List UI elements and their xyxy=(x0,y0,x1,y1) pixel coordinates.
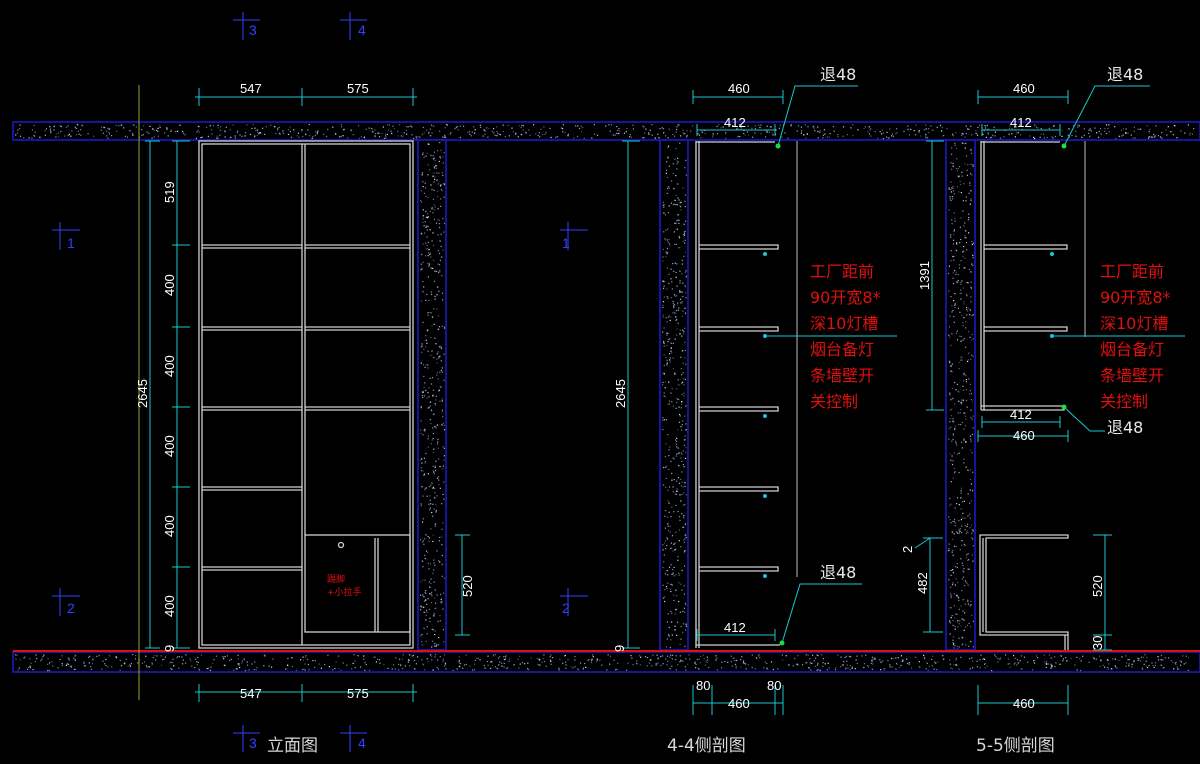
section-4-4-light-points xyxy=(763,252,767,578)
marker-2-mid: 2 xyxy=(562,600,570,616)
floor-slab xyxy=(12,651,1200,673)
marker-1-mid: 1 xyxy=(562,235,570,251)
setback-top-55: 退48 xyxy=(1107,65,1143,84)
segment-dim: 400 xyxy=(162,435,177,457)
note-line: 工厂距前 xyxy=(810,262,874,281)
dim-547-top: 547 xyxy=(240,81,262,96)
note-line: 90开宽8* xyxy=(810,288,881,307)
dim-460-bottom-44: 460 xyxy=(728,696,750,711)
dim-80-b: 80 xyxy=(767,678,781,693)
drawer-note-2: +小拉手 xyxy=(327,586,362,598)
ceiling-slab xyxy=(12,121,1200,141)
section-5-5-light-points xyxy=(1050,252,1054,338)
note-line: 烟台备灯 xyxy=(810,340,874,359)
section-4-4-setback-points xyxy=(775,143,785,646)
dim-9-44: 9 xyxy=(612,645,627,652)
elevation-title: 立面图 xyxy=(267,736,318,756)
elevation-cabinet xyxy=(198,140,414,649)
dim-460-top-55: 460 xyxy=(1013,81,1035,96)
dim-412-lower-55: 412 xyxy=(1010,407,1032,422)
note-line: 条墙壁开 xyxy=(810,366,874,385)
segment-dim: 400 xyxy=(162,355,177,377)
dim-2: 2 xyxy=(900,546,915,553)
setback-top-44: 退48 xyxy=(820,65,856,84)
dim-2645-44: 2645 xyxy=(613,379,628,408)
note-line: 深10灯槽 xyxy=(810,314,878,333)
dim-80-a: 80 xyxy=(696,678,710,693)
elevation-wall-column xyxy=(417,139,447,651)
section-4-4-cabinet xyxy=(695,141,798,648)
marker-3-top: 3 xyxy=(249,22,257,38)
dim-460-lower-55: 460 xyxy=(1013,428,1035,443)
dim-547-bottom: 547 xyxy=(240,686,262,701)
note-line: 深10灯槽 xyxy=(1100,314,1168,333)
setback-bottom-55: 退48 xyxy=(1107,418,1143,437)
section-4-4-dimensions xyxy=(622,85,897,715)
dim-30: 30 xyxy=(1090,636,1105,650)
section-5-5-cabinet xyxy=(979,141,1086,650)
dim-460-bottom-55: 460 xyxy=(1013,696,1035,711)
section-markers xyxy=(52,12,588,752)
dim-412-bottom-44: 412 xyxy=(724,620,746,635)
segment-dim: 519 xyxy=(162,181,177,203)
note-line: 工厂距前 xyxy=(1100,262,1164,281)
segment-dimensions: 519 400 400 400 400 400 xyxy=(162,181,177,617)
section-4-4-title: 4-4侧剖图 xyxy=(667,736,746,756)
note-line: 关控制 xyxy=(810,392,858,411)
setback-bottom-44: 退48 xyxy=(820,563,856,582)
note-line: 关控制 xyxy=(1100,392,1148,411)
walls xyxy=(12,121,1200,673)
section-5-5-dimensions xyxy=(914,85,1185,715)
dim-520: 520 xyxy=(460,575,475,597)
dim-1391: 1391 xyxy=(917,261,932,290)
note-line: 90开宽8* xyxy=(1100,288,1171,307)
section-4-4-wall xyxy=(659,139,689,651)
segment-dim: 400 xyxy=(162,515,177,537)
dim-520-55: 520 xyxy=(1090,575,1105,597)
section-5-5-setback-points xyxy=(1061,143,1067,410)
segment-dim: 400 xyxy=(162,595,177,617)
dim-412-top-44: 412 xyxy=(724,115,746,130)
dim-482: 482 xyxy=(915,572,930,594)
section-5-5-title: 5-5侧剖图 xyxy=(976,736,1055,756)
drawer-note-1: 踢脚 xyxy=(327,574,345,585)
dim-412-top-55: 412 xyxy=(1010,115,1032,130)
dim-575-top: 575 xyxy=(347,81,369,96)
segment-dim: 400 xyxy=(162,274,177,296)
marker-4-bottom: 4 xyxy=(358,735,366,751)
marker-4-top: 4 xyxy=(358,22,366,38)
dim-575-bottom: 575 xyxy=(347,686,369,701)
section-5-5-wall xyxy=(945,139,976,651)
note-line: 条墙壁开 xyxy=(1100,366,1164,385)
dim-460-top-44: 460 xyxy=(728,81,750,96)
marker-1-left: 1 xyxy=(67,235,75,251)
marker-2-left: 2 xyxy=(67,600,75,616)
note-line: 烟台备灯 xyxy=(1100,340,1164,359)
marker-3-bottom: 3 xyxy=(249,735,257,751)
dim-9: 9 xyxy=(162,645,177,652)
elevation-dimensions xyxy=(145,88,470,702)
dim-2645: 2645 xyxy=(135,379,150,408)
